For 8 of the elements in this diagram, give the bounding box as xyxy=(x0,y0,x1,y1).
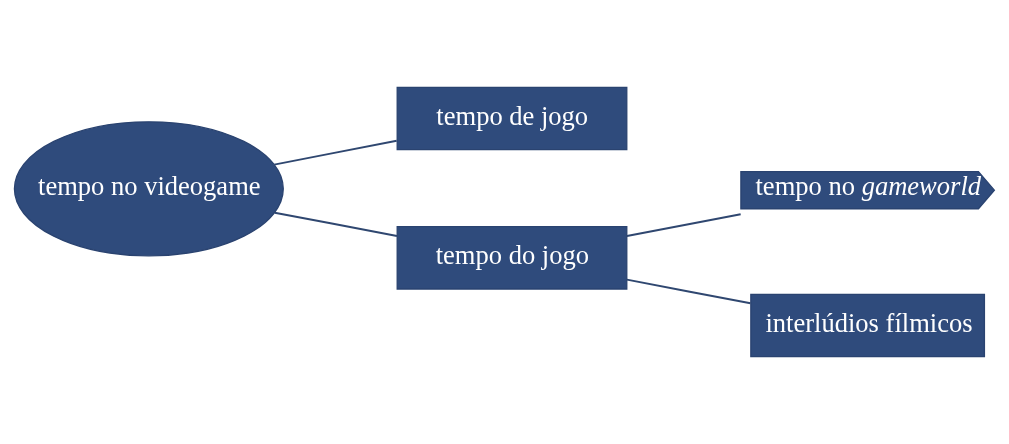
node-box: tempo do jogo xyxy=(396,225,628,290)
node-box: tempo de jogo xyxy=(396,86,628,151)
node-box: interlúdios fílmicos xyxy=(750,293,986,358)
connector xyxy=(273,139,398,166)
connector xyxy=(273,211,398,238)
connector xyxy=(625,213,742,238)
connector xyxy=(625,278,752,305)
node-ellipse: tempo no videogame xyxy=(13,121,284,257)
